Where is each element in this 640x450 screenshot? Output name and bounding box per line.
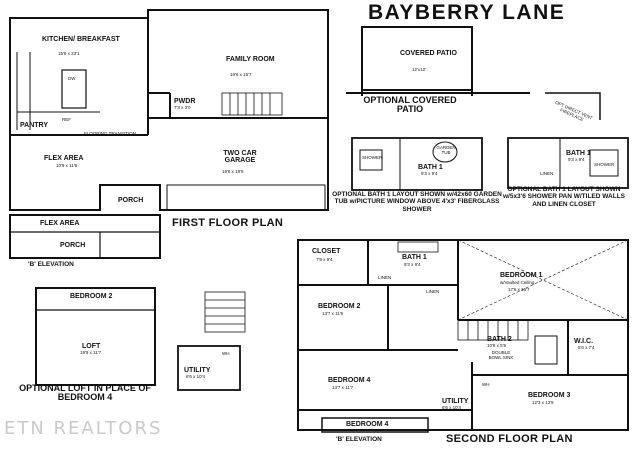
bedroom4-dims: 13'7 x 11'7 [332,385,354,390]
bedroom1-dims: 17'6 x 15'7 [508,287,530,292]
linen-label: LINEN [378,275,392,280]
closet-label: CLOSET [312,248,341,255]
utility-dims: 6'6 x 10'4 [442,405,461,410]
bedroom1-sub: w/Vaulted Ceiling [500,280,535,285]
garage-dims: 19'6 x 19'6 [222,169,244,174]
b-elevation-second-floor [321,417,429,433]
bedroom4-label: BEDROOM 4 [328,377,371,384]
bedroom3-dims: 12'3 x 13'9 [532,400,554,405]
first-floor-outline [9,9,329,211]
b-elevation-first-floor [9,214,161,259]
loft-utility-outline [177,345,241,391]
flex-area-label: FLEX AREA [44,155,84,162]
utility-label: UTILITY [442,398,469,405]
bedroom2-label: BEDROOM 2 [318,303,361,310]
loft-dims: 19'9 x 11'7 [80,350,102,355]
bath-b-caption: OPTIONAL BATH 1 LAYOUT SHOWN w/5x3'6 SHO… [502,186,626,208]
ref-label: REF [62,117,71,122]
loft-bedroom2-label: BEDROOM 2 [70,293,113,300]
wic-dims: 5'6 x 7'4 [578,345,595,350]
b-elev-second-caption: 'B' ELEVATION [336,436,382,443]
second-floor-outline [297,239,629,431]
loft-label: LOFT [82,343,101,350]
plan-title: BAYBERRY LANE [368,1,566,24]
b-elev-porch-label: PORCH [60,242,86,249]
loft-option-caption: OPTIONAL LOFT IN PLACE OF BEDROOM 4 [19,383,151,403]
bath1-option-a-outline [351,137,483,191]
bath2-dims: 10'8 x 5'9 [487,343,506,348]
watermark: ETN REALTORS [4,418,163,439]
bath-b-shower-label: SHOWER [594,162,615,167]
garage-label: TWO CAR GARAGE [223,150,257,164]
loft-wh-label: WH [222,351,230,356]
double-bowl-note: DOUBLE BOWL SINK [488,350,514,360]
bath-a-label: BATH 1 [418,164,443,171]
kitchen-label: KITCHEN/ BREAKFAST [42,36,120,43]
bath-a-dims: 9'3 x 9'4 [421,171,438,176]
b-elev-first-caption: 'B' ELEVATION [28,261,74,268]
family-room-dims: 19'6 x 15'7 [230,72,252,77]
bath2-label: BATH 2 [487,336,512,343]
second-floor-caption: SECOND FLOOR PLAN [446,433,573,445]
loft-utility-dims: 6'6 x 10'4 [186,374,205,379]
b-elev-bedroom4-label: BEDROOM 4 [346,421,389,428]
family-room-label: FAMILY ROOM [226,56,275,63]
bedroom2-dims: 13'7 x 11'6 [322,311,344,316]
linen-label-2: LINEN [426,289,440,294]
b-elev-flex-label: FLEX AREA [40,220,80,227]
covered-patio-caption: OPTIONAL COVERED PATIO [363,95,457,115]
kitchen-dims: 15'6 x 23'1 [58,51,80,56]
bath-b-label: BATH 1 [566,150,591,157]
bedroom3-label: BEDROOM 3 [528,392,571,399]
dw-label: DW [68,76,76,81]
bath-b-dims: 9'3 x 9'4 [568,157,585,162]
closet-dims: 7'9 x 9'4 [316,257,333,262]
bath1-option-b-outline [507,137,629,189]
bath1-label: BATH 1 [402,254,427,261]
first-floor-caption: FIRST FLOOR PLAN [172,217,284,229]
bath-a-shower-label: SHOWER [362,155,383,160]
flooring-note: FLOORING TRANSITION [84,131,136,136]
wh-label: WH [482,382,490,387]
wic-label: W.I.C. [574,338,594,345]
bedroom1-label: BEDROOM 1 [500,272,543,279]
covered-patio-dims: 12'x12' [412,67,426,72]
bath-b-linen-label: LINEN [540,171,554,176]
flex-area-dims: 10'9 x 11'6 [56,163,78,168]
pwdr-dims: 7'3 x 3'0 [174,105,191,110]
pwdr-label: PWDR [174,98,196,105]
bath1-dims: 9'3 x 9'4 [404,262,421,267]
bath-a-caption: OPTIONAL BATH 1 LAYOUT SHOWN w/42x60 GAR… [332,191,502,213]
porch-label: PORCH [118,197,144,204]
garden-tub-label: GARDEN TUB [436,145,456,155]
pantry-label: PANTRY [20,122,48,129]
loft-utility-label: UTILITY [184,367,211,374]
loft-option-outline [35,287,156,386]
covered-patio-label: COVERED PATIO [400,50,457,57]
covered-patio-outline [361,26,473,91]
